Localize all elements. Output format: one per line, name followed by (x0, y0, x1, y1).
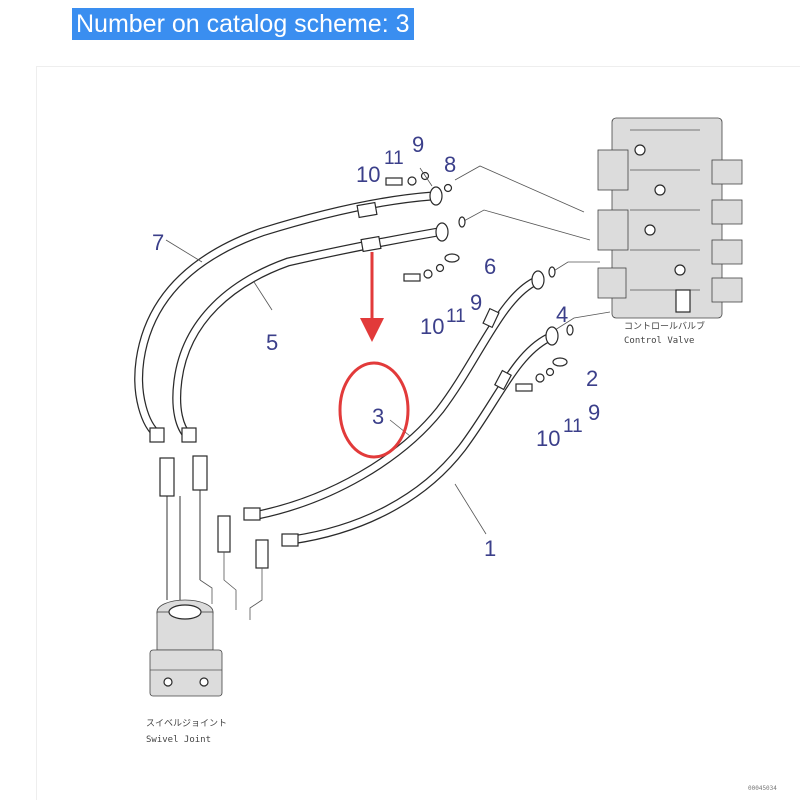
bolt-set-middle (403, 216, 466, 282)
callout-11-right: 11 (563, 416, 583, 437)
catalog-scheme-title: Number on catalog scheme: 3 (72, 8, 414, 40)
callout-1: 1 (484, 536, 496, 561)
control-valve (597, 117, 743, 319)
swivel-joint (149, 455, 269, 697)
callout-8: 8 (444, 152, 456, 177)
hose-5 (172, 227, 443, 441)
callout-2: 2 (586, 366, 598, 391)
callout-4: 4 (556, 302, 568, 327)
callout-9-right: 9 (588, 400, 600, 425)
callout-10-top: 10 (356, 162, 380, 187)
callout-6: 6 (484, 254, 496, 279)
bolt-set-top (385, 171, 453, 193)
highlight-marker (338, 252, 410, 459)
control-valve-label-jp: コントロールバルブ (624, 320, 705, 332)
hose-3 (253, 277, 539, 520)
callout-5: 5 (266, 330, 278, 355)
diagram-frame (36, 66, 800, 800)
callout-10-middle: 10 (420, 314, 444, 339)
callout-9-top: 9 (412, 132, 424, 157)
bolt-set-right (515, 266, 574, 392)
control-valve-label-en: Control Valve (624, 336, 694, 346)
callout-10-right: 10 (536, 426, 560, 451)
swivel-joint-label-en: Swivel Joint (146, 735, 211, 745)
callout-11-middle: 11 (446, 306, 466, 327)
hose-7 (134, 191, 437, 440)
callout-3: 3 (372, 404, 384, 429)
swivel-joint-label-jp: スイベルジョイント (146, 719, 227, 729)
callout-7: 7 (152, 230, 164, 255)
drawing-code: 00045034 (748, 785, 777, 792)
hose-1 (287, 333, 553, 545)
callout-11-top: 11 (384, 148, 404, 169)
callout-9-middle: 9 (470, 290, 482, 315)
